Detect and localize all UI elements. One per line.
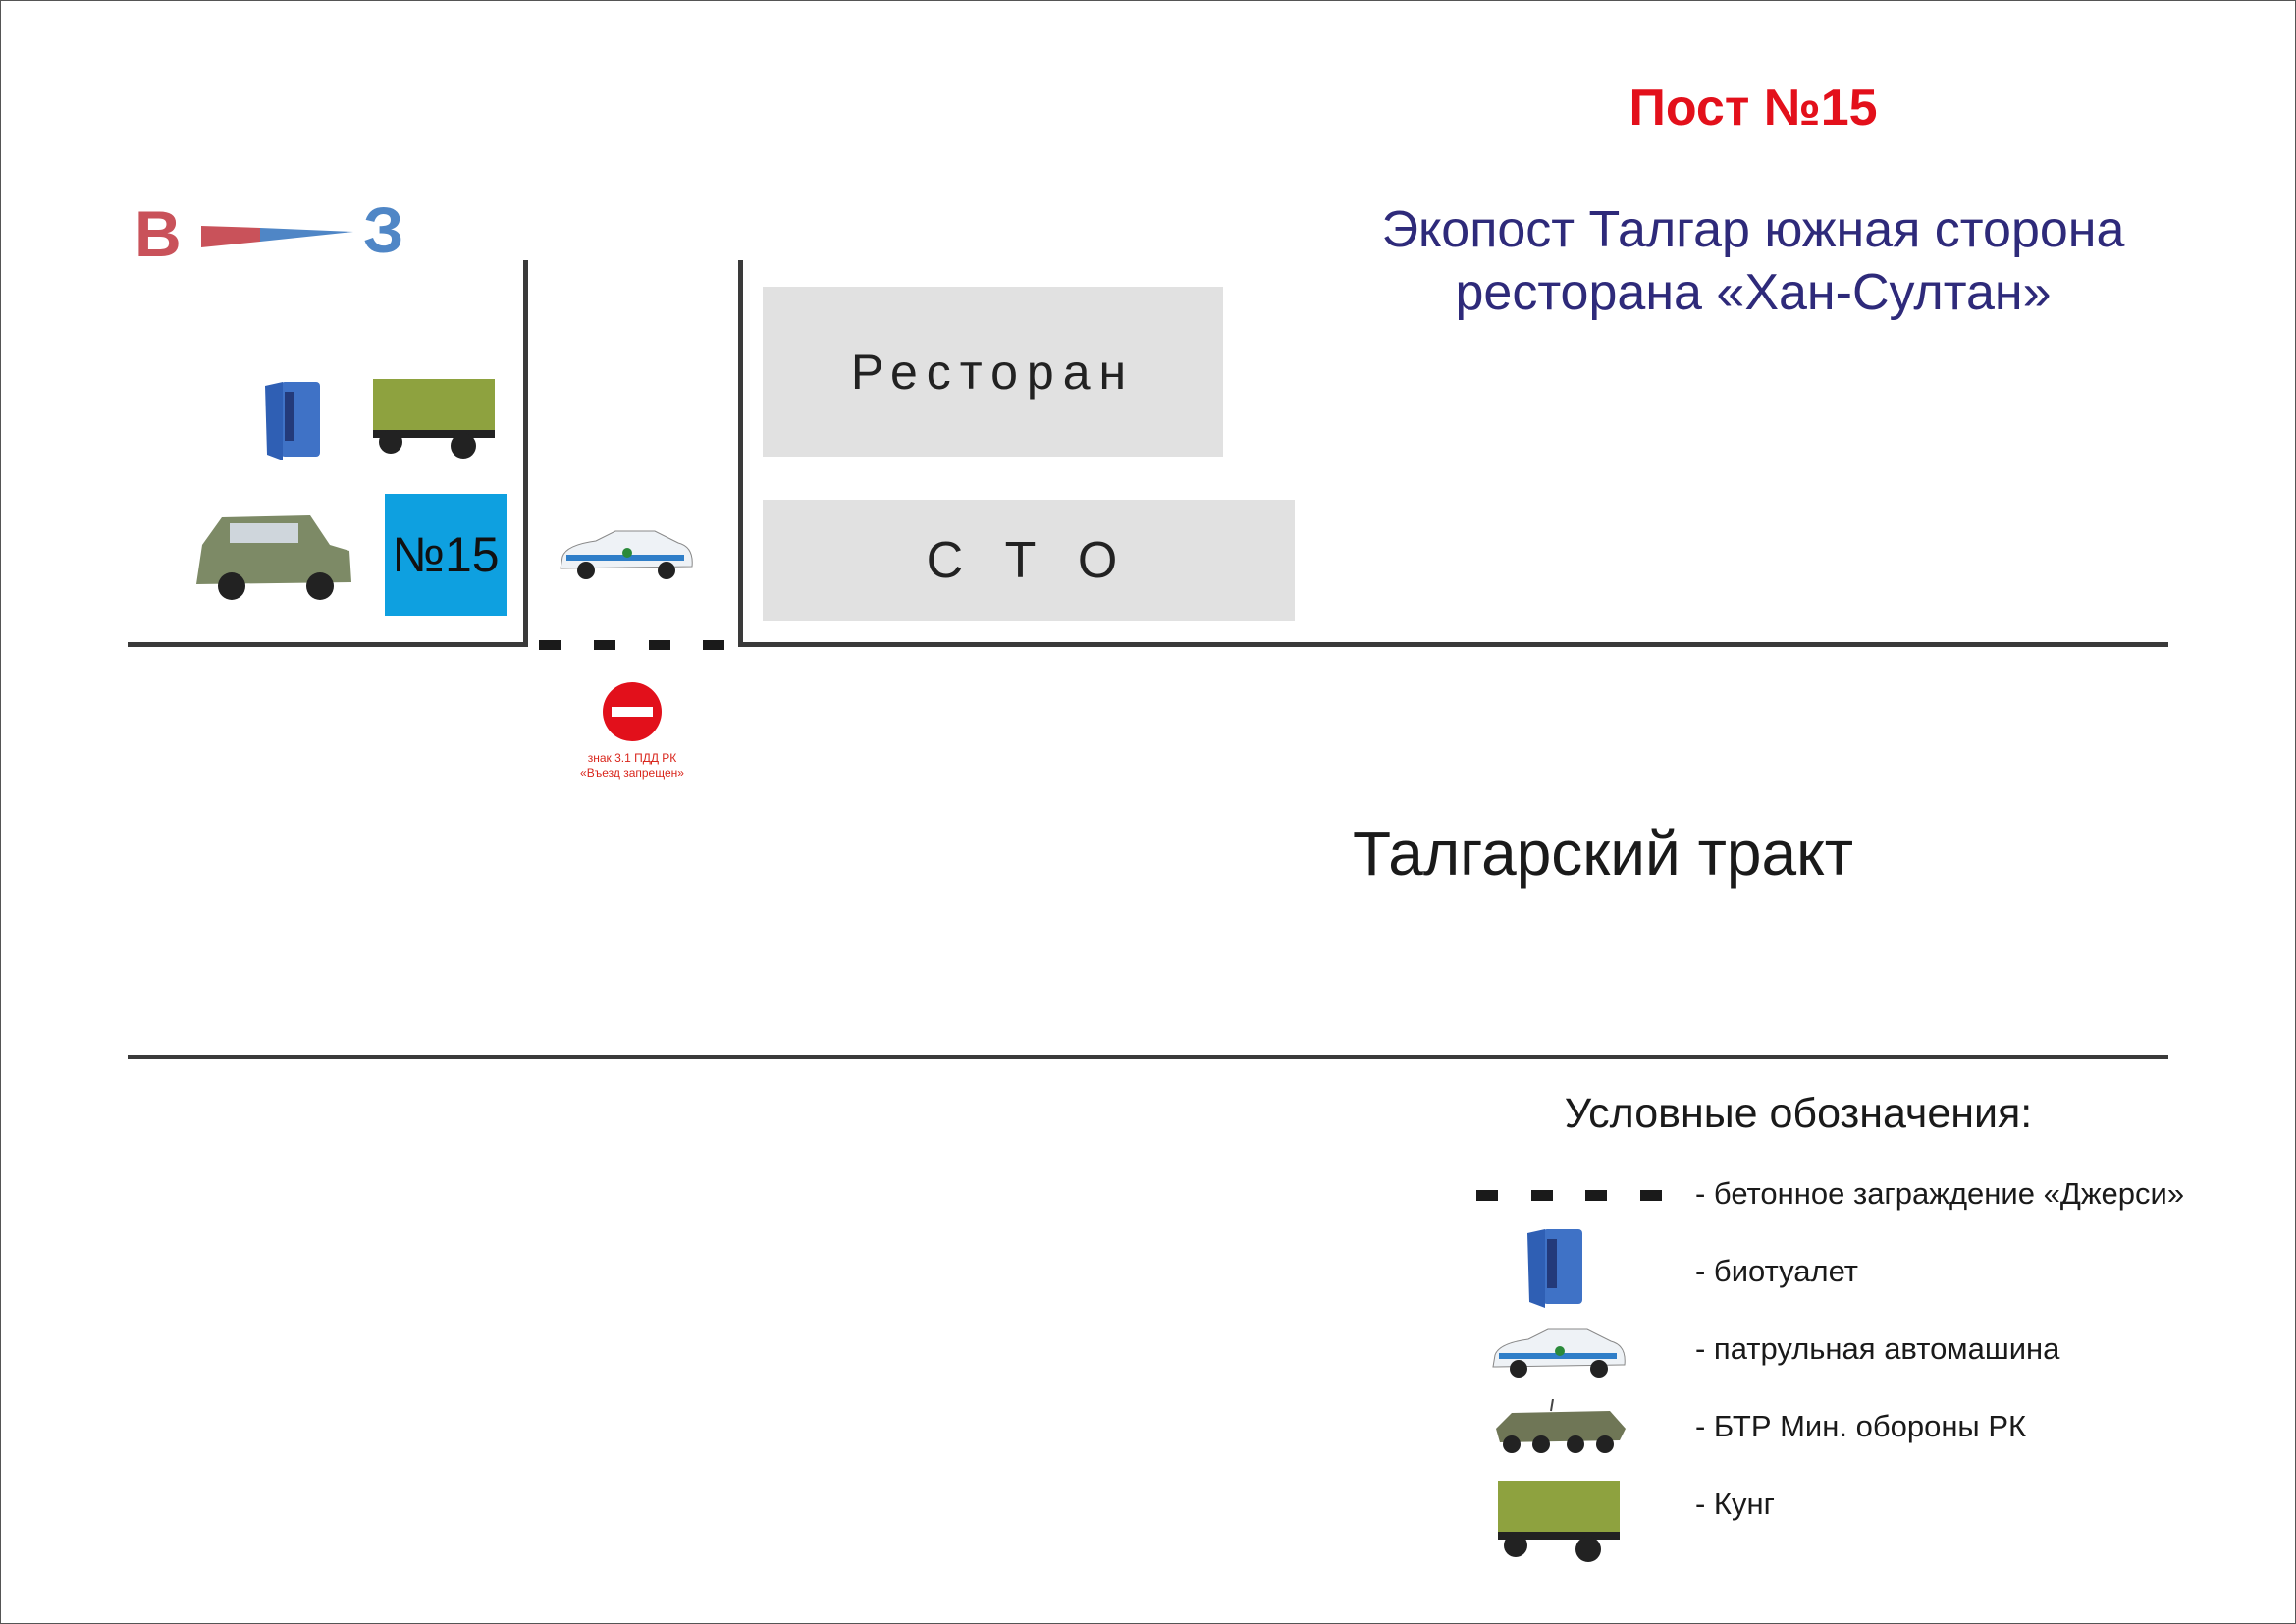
road-edge-left [128,642,528,647]
compass-east-label: В [134,197,182,270]
legend-kung-icon [1498,1481,1620,1562]
sign-caption: знак 3.1 ПДД РК «Въезд запрещен» [563,751,701,781]
compass-west-label: З [363,193,404,266]
subtitle-line-2: ресторана «Хан-Султан» [1455,264,2052,321]
legend-item-toilet: - биотуалет [1695,1254,1859,1288]
road-edge-right [738,642,2168,647]
restaurant-block: Ресторан [763,287,1223,457]
no-entry-sign-icon [603,682,662,741]
legend-item-police-car: - патрульная автомашина [1695,1331,2060,1366]
lane-line-left [523,260,528,647]
legend-police-car-icon [1492,1328,1626,1378]
post-number-box: №15 [385,494,507,616]
police-car-icon [560,530,693,579]
legend-item-kung: - Кунг [1695,1487,1775,1521]
legend-item-apc: - БТР Мин. обороны РК [1695,1409,2027,1443]
road-edge-bottom [128,1055,2168,1059]
subtitle-line-1: Экопост Талгар южная сторона [1381,201,2125,258]
road-name: Талгарский тракт [1353,818,1854,889]
service-station-block: С Т О [763,500,1295,621]
legend-toilet-icon [1527,1229,1582,1308]
toilet-icon [265,382,320,460]
sign-caption-line-2: «Въезд запрещен» [580,766,684,780]
lane-line-right [738,260,743,647]
armored-vehicle-icon [196,515,351,600]
legend-item-barrier: - бетонное заграждение «Джерси» [1695,1176,2185,1211]
sign-caption-line-1: знак 3.1 ПДД РК [587,751,677,765]
compass-arrow-icon [201,226,353,247]
legend-title: Условные обозначения: [1564,1090,2033,1137]
post-title: Пост №15 [1629,80,1878,136]
legend-apc-icon [1496,1399,1626,1453]
kung-trailer-icon [373,379,495,459]
location-subtitle: Экопост Талгар южная сторона ресторана «… [1262,198,2244,324]
